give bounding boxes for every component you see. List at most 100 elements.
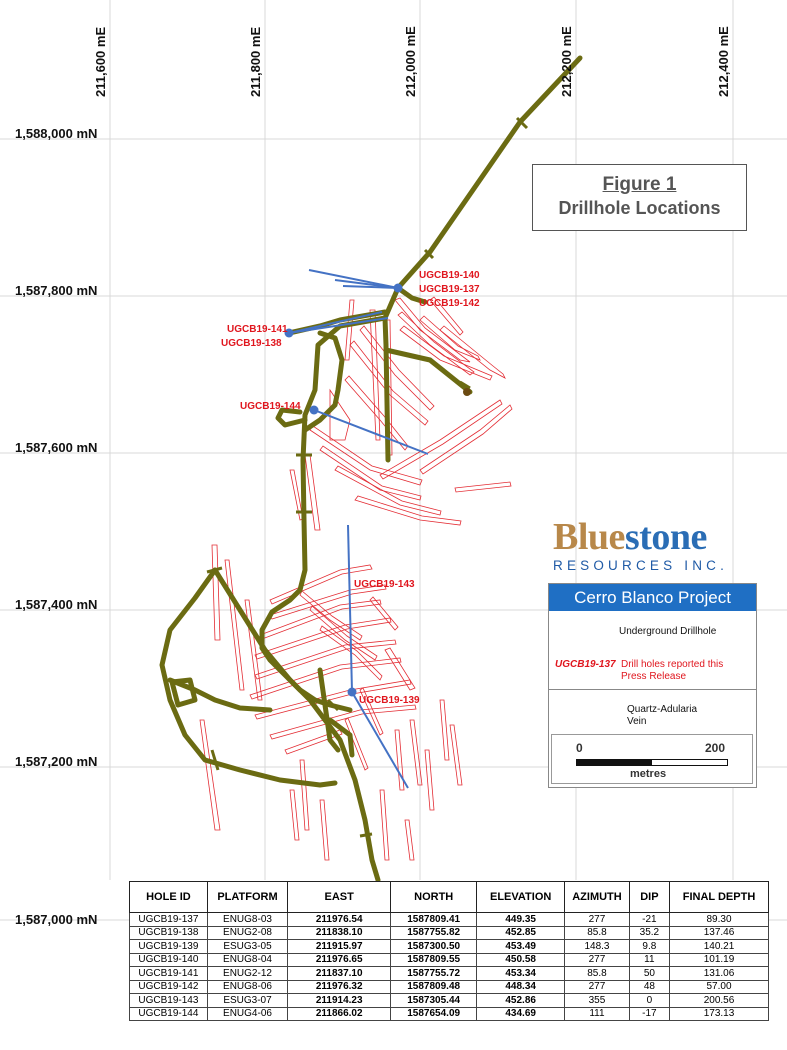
table-cell: 173.13 xyxy=(669,1006,769,1021)
vein xyxy=(329,388,351,441)
vein xyxy=(319,799,330,861)
tunnel-branch-east xyxy=(383,347,473,395)
legend-vein-label: Quartz-Adularia Vein xyxy=(627,704,698,727)
easting-label: 211,600 mE xyxy=(93,26,108,97)
figure-title: Figure 1 xyxy=(602,174,677,195)
vein xyxy=(379,789,390,861)
table-cell: ESUG3-05 xyxy=(206,939,289,954)
scale-end: 200 xyxy=(705,741,726,755)
vein xyxy=(319,445,422,501)
vein xyxy=(199,719,221,831)
table-cell: 277 xyxy=(564,979,630,994)
drillhole-collar xyxy=(284,328,294,338)
legend-reported-label: Drill holes reported this Press Release xyxy=(621,659,724,682)
northing-label: 1,587,800 mN xyxy=(15,283,98,298)
table-cell: 85.8 xyxy=(564,966,630,981)
drillhole-trace-142 xyxy=(342,285,399,289)
vein xyxy=(359,325,435,411)
table-cell: 48 xyxy=(628,979,671,994)
easting-label: 212,000 mE xyxy=(403,26,418,97)
tunnel-loop-east xyxy=(302,330,345,433)
vein xyxy=(304,454,321,531)
table-cell: UGCB19-141 xyxy=(129,966,208,981)
drillhole-collar xyxy=(309,405,319,415)
vein xyxy=(284,729,343,755)
table-cell: 452.85 xyxy=(476,925,566,940)
vein xyxy=(424,749,435,811)
tunnel-south-spur xyxy=(317,667,341,753)
tunnel-west-branch xyxy=(159,567,338,788)
drillhole-collar xyxy=(347,687,357,697)
map-legend: Cerro Blanco Project Underground Drillho… xyxy=(548,583,757,788)
hole-label-143: UGCB19-143 xyxy=(354,579,415,590)
vein xyxy=(369,309,381,441)
northing-label: 1,588,000 mN xyxy=(15,126,98,141)
table-cell: -17 xyxy=(628,1006,671,1021)
hole-label-137: UGCB19-137 xyxy=(419,284,480,295)
vein xyxy=(379,399,503,480)
vein xyxy=(419,315,481,361)
table-cell: 450.58 xyxy=(476,952,566,967)
table-cell: UGCB19-143 xyxy=(129,993,208,1008)
scale-bar-box: 0 200 metres xyxy=(551,734,753,784)
drillhole-trace-139 xyxy=(351,691,409,789)
scale-bar-segment xyxy=(577,760,652,765)
tunnel-spur-north xyxy=(395,285,428,305)
table-cell: 57.00 xyxy=(669,979,769,994)
table-cell: 137.46 xyxy=(669,925,769,940)
scale-unit: metres xyxy=(630,768,667,780)
drillhole-trace-143 xyxy=(347,524,353,693)
hole-label-139: UGCB19-139 xyxy=(359,695,420,706)
logo-subtitle: RESOURCES INC. xyxy=(553,558,729,573)
table-cell: 211866.02 xyxy=(287,1006,392,1021)
drillhole-trace-140 xyxy=(308,269,399,289)
table-cell: 140.21 xyxy=(669,939,769,954)
table-cell: 111 xyxy=(564,1006,630,1021)
company-logo: Bluestone RESOURCES INC. xyxy=(553,517,753,573)
drillhole-trace-144 xyxy=(313,409,429,455)
northing-label: 1,587,200 mN xyxy=(15,754,98,769)
vein xyxy=(289,789,300,841)
column-header: EAST xyxy=(287,881,392,913)
vein xyxy=(309,425,423,486)
drillhole-trace-138 xyxy=(288,317,389,334)
table-cell: 50 xyxy=(628,966,671,981)
legend-divider xyxy=(549,689,756,690)
table-cell: 211914.23 xyxy=(287,993,392,1008)
vein xyxy=(344,375,409,451)
table-cell: 1587809.55 xyxy=(390,952,478,967)
drillhole-collar xyxy=(393,283,403,293)
table-cell: ENUG8-06 xyxy=(206,979,289,994)
vein xyxy=(349,340,429,426)
column-header: NORTH xyxy=(390,881,478,913)
vein xyxy=(419,404,513,475)
table-header-row: HOLE ID PLATFORM EAST NORTH ELEVATION AZ… xyxy=(129,881,769,913)
vein xyxy=(211,544,221,641)
table-cell: 1587300.50 xyxy=(390,939,478,954)
hole-label-142: UGCB19-142 xyxy=(419,298,480,309)
easting-label: 211,800 mE xyxy=(248,26,263,97)
table-cell: ENUG2-08 xyxy=(206,925,289,940)
table-cell: 211837.10 xyxy=(287,966,392,981)
tunnel-loop-south xyxy=(275,407,308,428)
northing-label: 1,587,000 mN xyxy=(15,912,98,927)
vein xyxy=(369,596,399,631)
column-header: DIP xyxy=(628,881,671,913)
table-cell: 11 xyxy=(628,952,671,967)
easting-label: 212,400 mE xyxy=(716,26,731,97)
vein xyxy=(344,299,355,361)
vein xyxy=(224,559,245,691)
table-cell: 277 xyxy=(564,952,630,967)
hole-label-141: UGCB19-141 xyxy=(227,324,288,335)
vein xyxy=(394,729,405,791)
logo-part-a: Blue xyxy=(553,516,625,558)
vein xyxy=(319,625,383,681)
vein xyxy=(439,699,450,761)
vein xyxy=(359,687,384,736)
table-cell: 449.35 xyxy=(476,912,566,927)
